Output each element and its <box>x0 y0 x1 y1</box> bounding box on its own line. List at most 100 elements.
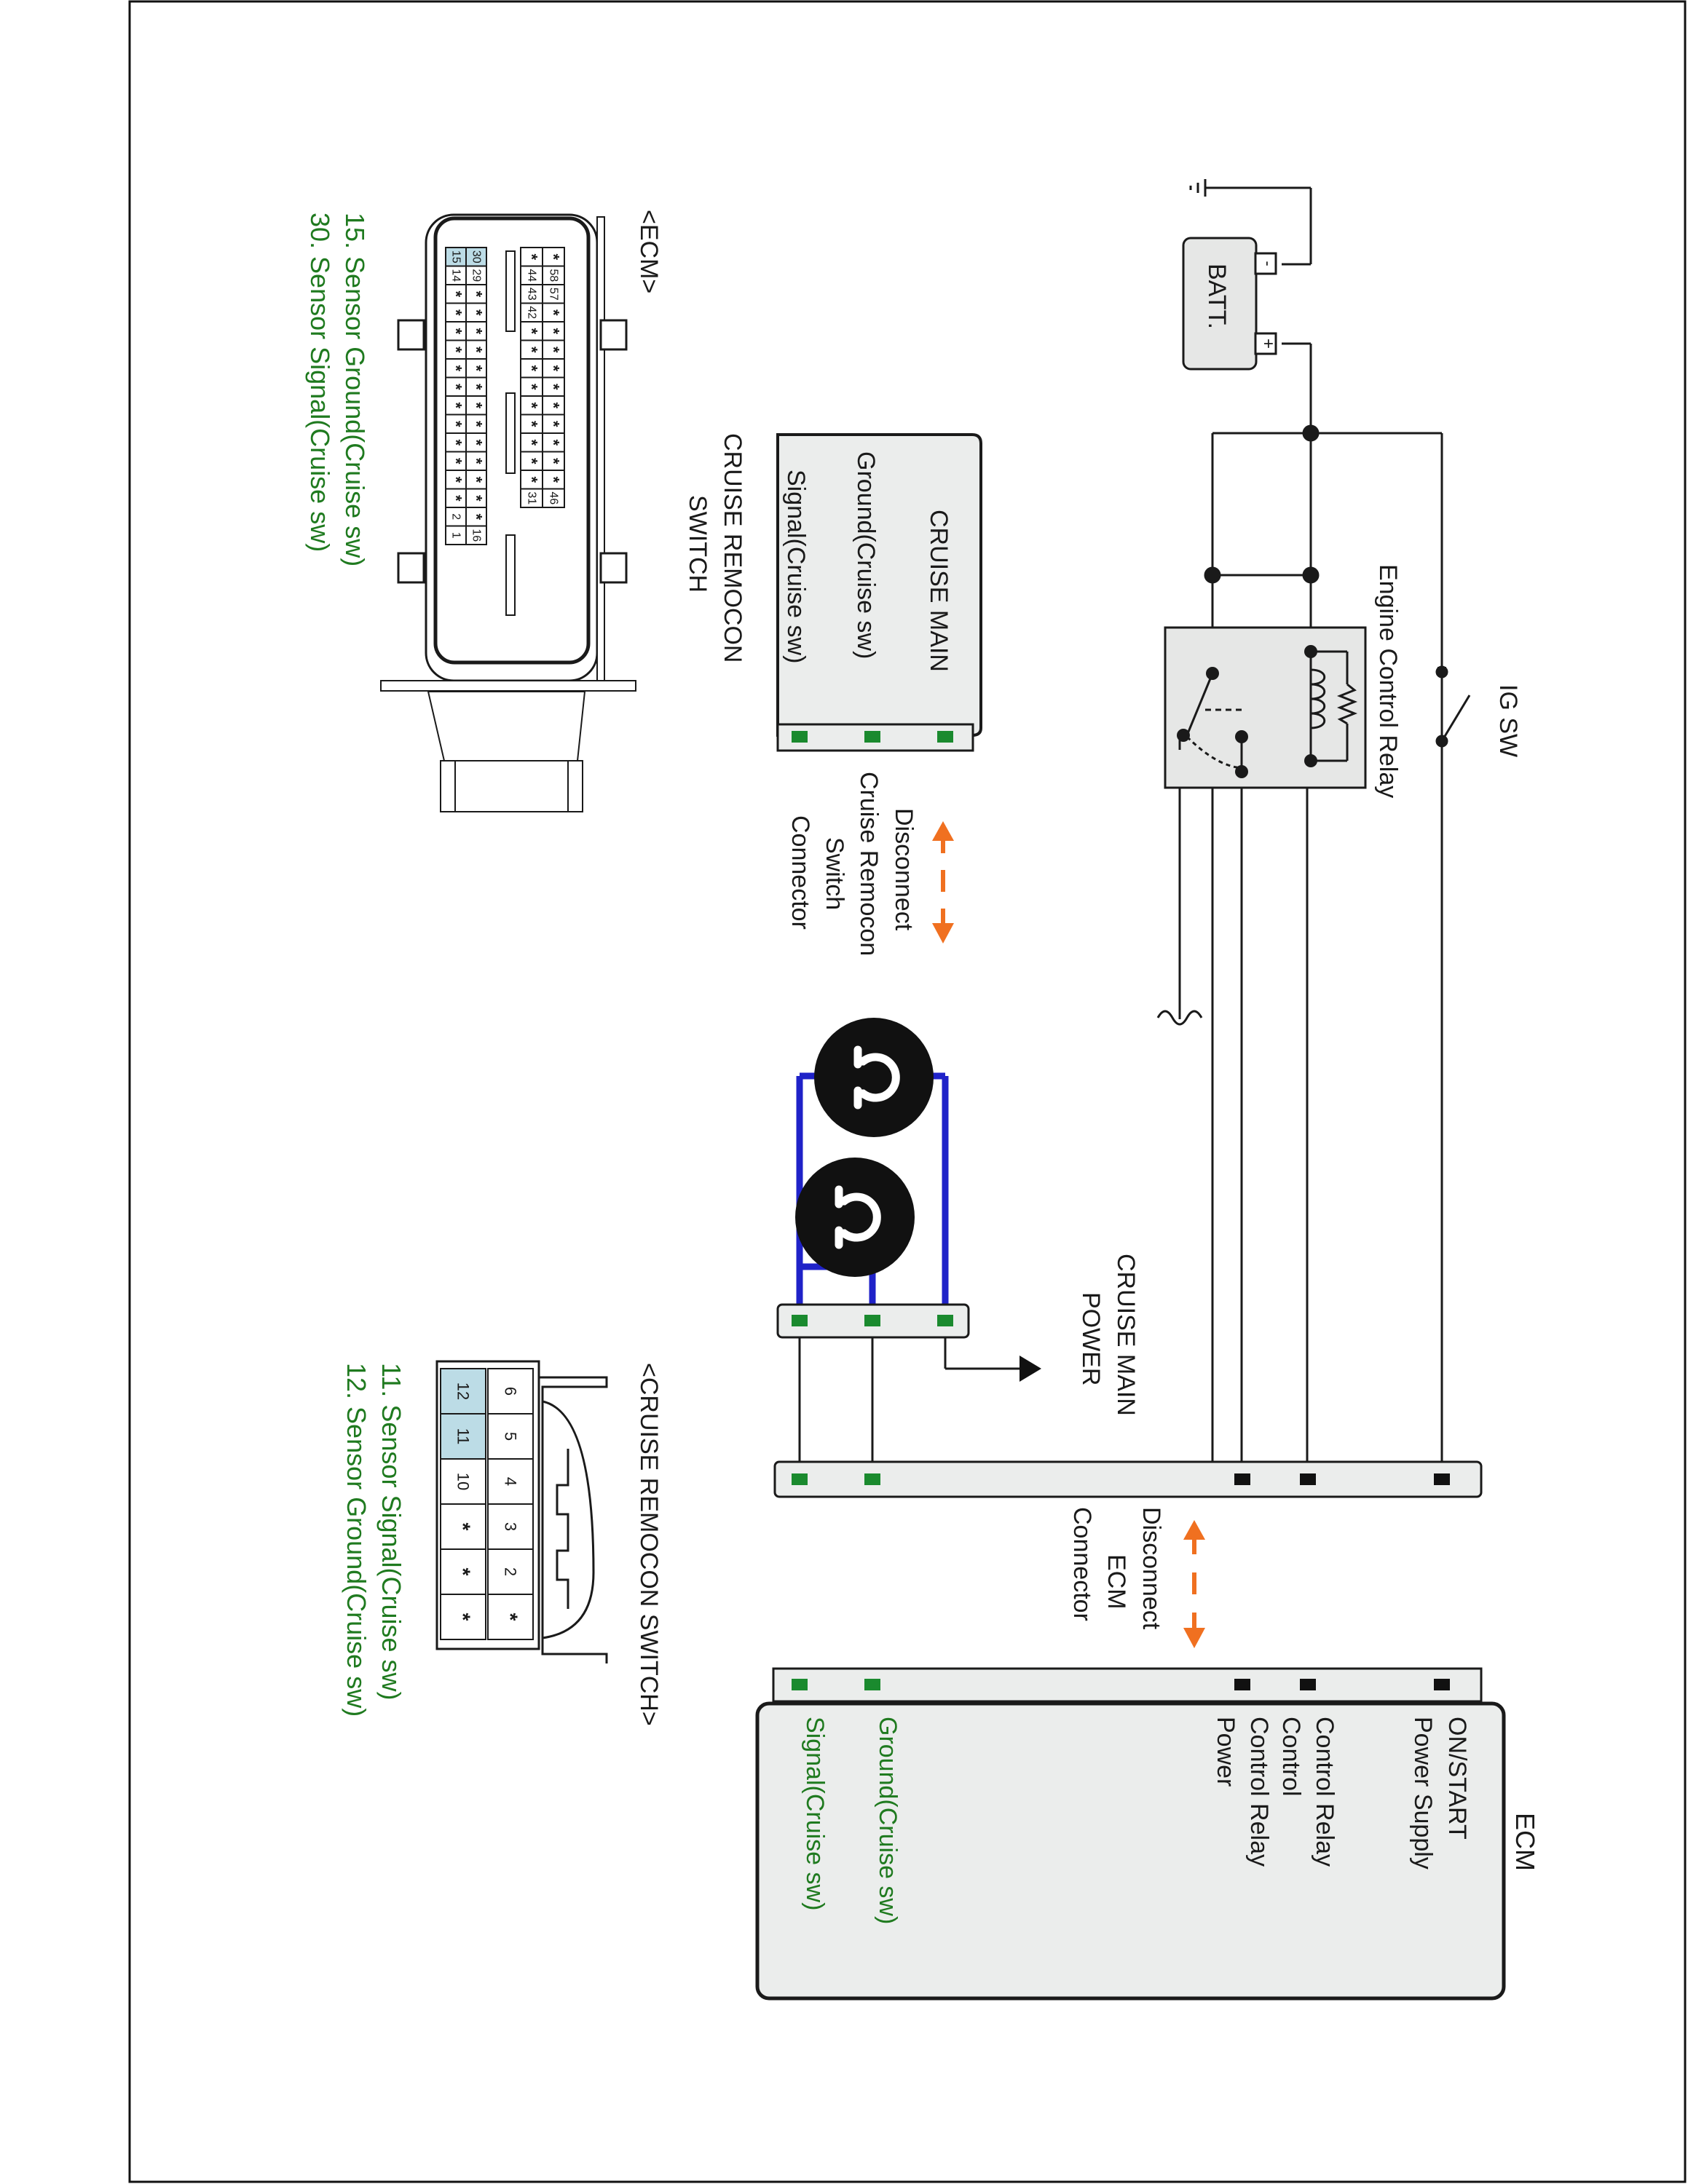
pin-label: * <box>545 384 563 390</box>
pin-label: 10 <box>454 1473 473 1490</box>
pin-label: * <box>468 290 486 297</box>
pin-label: * <box>523 328 541 334</box>
pin-label: * <box>447 402 465 408</box>
pin-label: * <box>468 384 486 390</box>
disconnect-arrow-icon <box>932 821 954 943</box>
switch-legend-11: 11. Sensor Signal(Cruise sw) <box>376 1363 406 1701</box>
pin-cell <box>465 302 487 323</box>
pin-cell <box>465 414 487 434</box>
ecm-connector-pinout: 3029*************161514************21*44… <box>305 210 663 812</box>
ecm-legend-15: 15. Sensor Ground(Cruise sw) <box>340 213 370 566</box>
pin-label: 2 <box>450 513 462 520</box>
pin-label: * <box>447 290 465 297</box>
disconnect-ecm-label: Disconnect ECM Connector <box>1068 1507 1165 1630</box>
pin-label: * <box>545 253 563 260</box>
ohmmeter-icon <box>795 1158 915 1277</box>
power-circuit <box>1156 179 1443 1476</box>
pin-cell <box>520 376 543 397</box>
pin-label: 46 <box>548 491 560 505</box>
pin-label: * <box>545 439 563 446</box>
pin-label: * <box>468 309 486 316</box>
pin-label: 16 <box>470 529 483 542</box>
pin-cell <box>542 358 565 379</box>
svg-text:Switch: Switch <box>821 837 848 910</box>
ecm-connector-title: <ECM> <box>635 210 663 293</box>
pin-label: * <box>468 458 486 464</box>
pin-cell <box>440 1458 486 1505</box>
pin-label: * <box>452 1568 475 1576</box>
ohmmeter-icon <box>814 1018 934 1137</box>
ecm-title: ECM <box>1510 1813 1540 1871</box>
pin-cell <box>487 1503 534 1550</box>
switch-connector-title: <CRUISE REMOCON SWITCH> <box>635 1363 663 1726</box>
pin-label: * <box>447 309 465 316</box>
switch-pin-ground: Ground(Cruise sw) <box>852 451 880 659</box>
pin-cell <box>445 488 467 508</box>
pin-cell <box>520 451 543 471</box>
disconnect-switch-label: Disconnect Cruise Remocon Switch Connect… <box>786 772 918 956</box>
pin-label: 15 <box>450 250 462 264</box>
pin-label: * <box>468 402 486 408</box>
pin-cell <box>440 1548 486 1595</box>
switch-icon <box>1204 424 1471 748</box>
pin-label: * <box>545 365 563 371</box>
pin-label: * <box>452 1523 475 1531</box>
pin-label: * <box>523 458 541 464</box>
pin-label: * <box>545 347 563 353</box>
disconnect-arrow-icon <box>1183 1520 1205 1648</box>
pin-label: 6 <box>502 1387 520 1396</box>
pin-cell <box>445 376 467 397</box>
pin-label: 29 <box>470 269 483 282</box>
pin-cell <box>445 451 467 471</box>
ecm-pin-signal-cruise: Signal(Cruise sw) <box>801 1717 829 1910</box>
pin-label: 2 <box>502 1567 520 1576</box>
pin-label: * <box>468 421 486 427</box>
pin-label: 4 <box>502 1477 520 1486</box>
battery-plus: + <box>1258 339 1278 349</box>
pin-label: * <box>447 439 465 446</box>
pin-cell <box>520 302 543 323</box>
pin-label: * <box>545 309 563 316</box>
pin-cell <box>487 1548 534 1595</box>
pin-label: * <box>468 328 486 334</box>
pin-label: 11 <box>454 1428 473 1445</box>
pin-cell <box>445 339 467 360</box>
pin-label: * <box>447 365 465 371</box>
switch-title-line2: SWITCH <box>684 495 711 593</box>
relay-label: Engine Control Relay <box>1374 564 1402 798</box>
pin-label: * <box>468 495 486 502</box>
ecm-box: ECM ON/START Power Supply Control Relay … <box>755 1667 1540 2001</box>
page-frame <box>128 0 1687 2183</box>
pin-cell <box>487 1368 534 1415</box>
ecm-pin-relay-power: Control Relay <box>1245 1717 1273 1867</box>
svg-text:ECM: ECM <box>1103 1554 1130 1610</box>
pin-label: 42 <box>526 306 538 319</box>
pin-label: 5 <box>502 1432 520 1441</box>
pin-label: 30 <box>470 250 483 264</box>
pin-label: * <box>545 476 563 483</box>
ecm-legend-30: 30. Sensor Signal(Cruise sw) <box>305 213 335 552</box>
pin-cell <box>542 376 565 397</box>
pin-cell <box>542 395 565 416</box>
pin-label: * <box>447 347 465 353</box>
pin-label: * <box>468 439 486 446</box>
cruise-main-power-line2: POWER <box>1077 1292 1105 1385</box>
battery-label: BATT. <box>1203 264 1231 329</box>
pin-cell <box>520 395 543 416</box>
pin-label: * <box>545 458 563 464</box>
pin-label: 58 <box>548 269 560 282</box>
cruise-switch-box: CRUISE MAIN Ground(Cruise sw) Signal(Cru… <box>684 433 982 752</box>
battery-icon: - + BATT. <box>1182 237 1278 371</box>
ecm-pin-grid: 3029*************161514************21*44… <box>445 247 565 545</box>
pin-cell <box>520 247 543 267</box>
pin-cell <box>445 507 467 527</box>
pin-label: * <box>468 476 486 483</box>
pin-label: * <box>523 384 541 390</box>
pin-label: * <box>523 476 541 483</box>
svg-text:Cruise Remocon: Cruise Remocon <box>855 772 883 956</box>
pin-label: * <box>545 328 563 334</box>
pin-label: 44 <box>526 269 538 282</box>
pin-label: * <box>523 253 541 260</box>
switch-title-line1: CRUISE REMOCON <box>719 433 746 662</box>
